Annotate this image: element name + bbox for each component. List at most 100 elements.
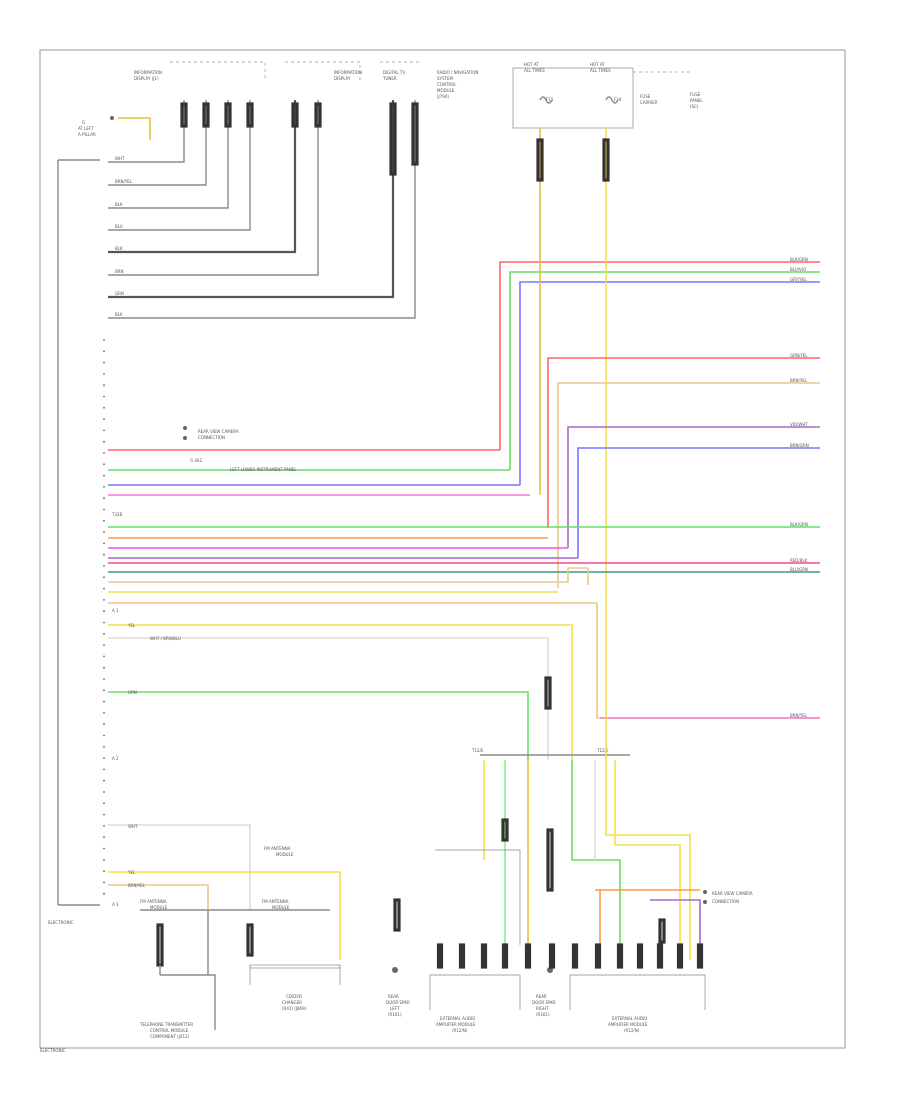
pin-tick [103, 350, 105, 353]
radio-left-label-2: DISPLAY (J1) [134, 76, 159, 81]
radio-mid-box [285, 61, 361, 80]
splice-c-label: A 3 [112, 902, 119, 907]
nav-module-label-4: MODULE [437, 88, 455, 93]
ground-top-label-2: AT LEFT [78, 126, 94, 131]
amp-pin [458, 943, 466, 969]
amp-pin [571, 943, 579, 969]
ground-top-wire [118, 117, 151, 140]
brnyel-low-label: BRN/YEL [128, 883, 146, 888]
wht-brn-label: WHT / BRN/BLU [150, 636, 181, 641]
fuse-box-label-5: (SC) [690, 104, 699, 109]
right-wire-label: BRN/GRN [790, 443, 809, 448]
left-wire-1 [108, 100, 185, 163]
amp-pin [676, 943, 684, 969]
footer-left-label: ELECTRONIC [48, 920, 74, 925]
amp-pin [524, 943, 532, 969]
shield-lower-2 [546, 828, 554, 892]
pin-tick [103, 406, 105, 409]
left-wire-5 [108, 100, 297, 254]
left-wire-label-7: GRN [115, 291, 124, 296]
pin-tick [103, 610, 105, 613]
top-components: INFORMATION DISPLAY (J1) INFORMATION DIS… [134, 61, 703, 129]
left-shield-4 [246, 102, 254, 128]
left-shield-2 [202, 102, 210, 128]
amp-pin [594, 943, 602, 969]
wire-yellow-lower [108, 624, 573, 760]
pin-tick [103, 621, 105, 624]
amp-pin [696, 943, 704, 969]
left-shield-6 [314, 102, 322, 128]
pin-tick [103, 881, 105, 884]
ground-top: G AT LEFT A-PILLAR [78, 116, 151, 140]
bottom-left-components: FM ANTENNA MODULE FM ANTENNA MODULE FM A… [108, 824, 341, 1030]
pin-tick [103, 712, 105, 714]
left-wire-6 [108, 100, 319, 276]
fuse-box [512, 67, 634, 129]
wire-blue-mid [577, 447, 820, 558]
bottom-labels: TELEPHONE TRANSMITTER CONTROL MODULE COM… [40, 920, 648, 1053]
left-wire-label-2: BRN/YEL [115, 179, 133, 184]
amp-right-label-1: EXTERNAL AUDIO [612, 1016, 647, 1021]
rear-left-label-3: LEFT [390, 1006, 400, 1011]
cd-label-3: (R41) (J869) [282, 1006, 307, 1011]
pin-tick [103, 452, 105, 454]
wire-tan-pink-route [108, 602, 820, 719]
amp-left-box [429, 974, 521, 1010]
nav-module-label-2: SYSTEM [437, 76, 453, 81]
pin-tick [103, 519, 105, 522]
right-wire-label: BRN/YEL [790, 378, 808, 383]
pin-tick [103, 644, 105, 646]
telephone-label-2: CONTROL MODULE [150, 1028, 189, 1033]
fuse-box-label-2: CARRIER [640, 100, 658, 105]
shield-fuse-a [536, 138, 544, 182]
pin-tick [103, 723, 105, 726]
lower-green-right [571, 760, 621, 960]
yel-split-label: YEL [127, 623, 136, 628]
amp-pins [436, 943, 704, 969]
pin-tick [103, 440, 105, 443]
right-wire-label: GRY/YEL [790, 277, 807, 282]
fuse-b-label-1: HOT AT [590, 62, 605, 67]
right-wire-label: BLU/GRN [790, 567, 808, 572]
pin-tick [103, 373, 105, 375]
amp-pin [656, 943, 664, 969]
splice-mid-left: T12/E [471, 748, 484, 753]
shield-bottom-2 [246, 923, 254, 957]
amp-right-label-3: (R12/N) [624, 1028, 640, 1033]
pin-tick [103, 892, 105, 895]
pin-tick [103, 689, 105, 692]
amp-pin [636, 943, 644, 969]
pin-tick [103, 779, 105, 782]
cd-label-2: CHANGER [282, 1000, 302, 1005]
fuse-box-label-3: FUSE [690, 92, 701, 97]
pin-tick [103, 836, 105, 839]
amp-pin [616, 943, 624, 969]
rear-view-right-1: REAR VIEW CAMERA [712, 891, 753, 896]
ground-top-label-1: G [82, 120, 85, 125]
ground-right-label-2: LEFT LOWER INSTRUMENT PANEL [230, 467, 297, 472]
left-shield-3 [224, 102, 232, 128]
pin-tick [103, 418, 105, 420]
pin-tick [103, 666, 105, 669]
rear-left-speaker [392, 967, 398, 973]
pin-tick [103, 474, 105, 477]
pin-tick [103, 508, 105, 511]
pin-tick [103, 497, 105, 500]
telephone-label-1: TELEPHONE TRANSMITTER [139, 1022, 193, 1027]
amp-pin [501, 943, 509, 969]
fuse-a-value: F15 [546, 97, 554, 102]
ant-amp-bot-2: MODULE [150, 905, 168, 910]
yel-low-label: YEL [127, 870, 136, 875]
rear-left-label-1: REAR [388, 994, 399, 999]
shield-fuse-b [602, 138, 610, 182]
wire-yellow-bottom [108, 871, 341, 960]
pin-tick [103, 632, 105, 635]
left-wire-7 [108, 100, 395, 299]
wire-red-top [499, 261, 820, 450]
cd-label-1: CD/DVD [286, 994, 302, 999]
left-wire-4 [108, 100, 251, 231]
fuse-b-value: F34 [614, 97, 622, 102]
pin-tick [103, 655, 105, 658]
left-shield-5 [291, 102, 299, 128]
